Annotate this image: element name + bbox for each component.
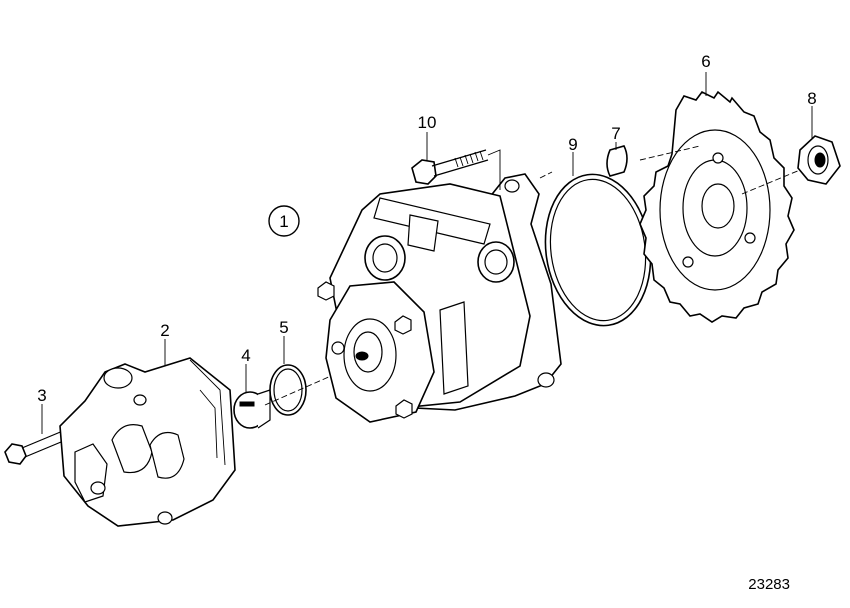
callout-7: 7: [611, 124, 620, 143]
callout-circle-1: [268, 205, 300, 237]
callout-labels: 1 2 3 4 5 6 7 8 9 10: [37, 52, 816, 405]
gear-part-6: [639, 90, 795, 323]
callout-8: 8: [807, 89, 816, 108]
callout-5: 5: [279, 318, 288, 337]
callout-2: 2: [160, 321, 169, 340]
cover-housing-part-2: [59, 357, 236, 527]
reference-number: 23283: [748, 576, 790, 593]
callout-4: 4: [241, 346, 250, 365]
nut-part-8: [797, 135, 841, 185]
o-ring-part-9: [544, 173, 652, 327]
leader-lines: [41, 72, 813, 434]
callout-1: 1: [279, 212, 288, 231]
callout-10: 10: [418, 113, 437, 132]
key-part-7: [606, 145, 628, 177]
pump-body: [317, 173, 583, 423]
o-ring-part-5: [269, 364, 307, 416]
coupling-part-4: [233, 389, 271, 429]
callout-9: 9: [568, 135, 577, 154]
bolt-part-10: [411, 149, 501, 190]
callout-6: 6: [701, 52, 710, 71]
callout-3: 3: [37, 386, 46, 405]
